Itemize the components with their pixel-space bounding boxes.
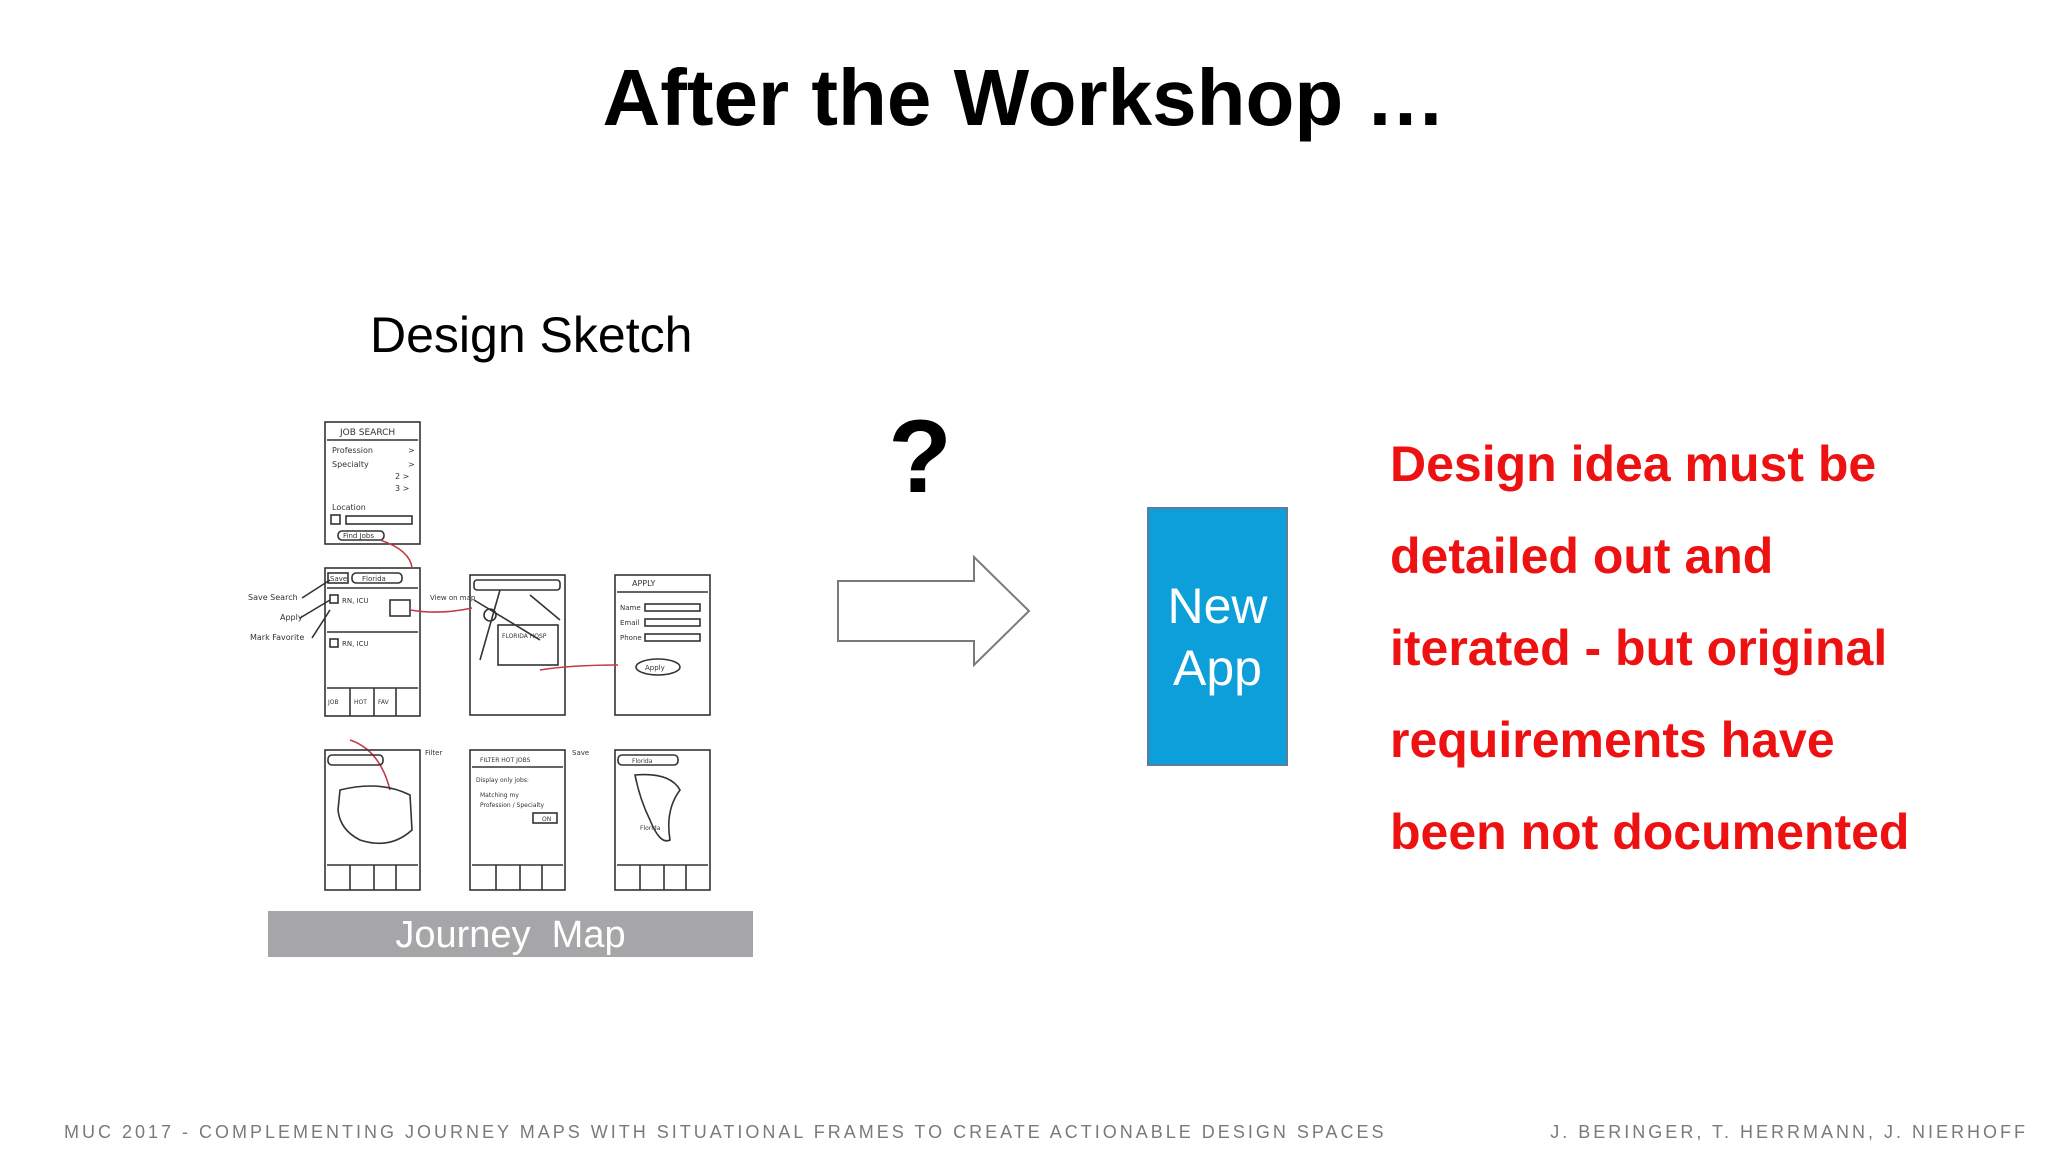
svg-text:Mark Favorite: Mark Favorite — [250, 633, 304, 642]
footer-conference: MUC 2017 - COMPLEMENTING JOURNEY MAPS WI… — [64, 1122, 1387, 1142]
sketch-screen-job-search: JOB SEARCH Profession Specialty > > 2 > … — [324, 421, 421, 545]
svg-text:Filter: Filter — [425, 749, 442, 757]
svg-text:RN, ICU: RN, ICU — [342, 597, 369, 605]
sketch-screen-florida-map: Florida Florida — [614, 749, 711, 891]
svg-text:Profession / Specialty: Profession / Specialty — [480, 802, 545, 809]
statement-line: iterated - but original — [1390, 620, 1888, 676]
statement-line: Design idea must be — [1390, 436, 1877, 492]
design-sketch-label: Design Sketch — [370, 307, 693, 363]
svg-text:Florida: Florida — [362, 575, 386, 583]
new-app-box: New App — [1147, 507, 1288, 766]
journey-map-bar: Journey Map — [268, 911, 753, 957]
svg-text:Find Jobs: Find Jobs — [343, 532, 374, 540]
question-mark: ? — [888, 399, 952, 515]
svg-text:Phone: Phone — [620, 634, 642, 642]
slide-title: After the Workshop … — [602, 53, 1446, 142]
right-arrow-icon — [837, 555, 1031, 667]
sketch-screen-map-detail: FLORIDA HOSP — [469, 574, 566, 716]
statement-line: been not documented — [1390, 804, 1910, 860]
svg-text:Specialty: Specialty — [332, 460, 369, 469]
svg-text:Apply: Apply — [645, 664, 665, 672]
svg-text:Profession: Profession — [332, 446, 373, 455]
design-idea-statement: Design idea must be detailed out and ite… — [1390, 432, 2030, 892]
statement-line: detailed out and — [1390, 528, 1774, 584]
svg-text:Florida: Florida — [640, 825, 661, 832]
svg-text:Display only jobs:: Display only jobs: — [476, 777, 529, 784]
svg-text:2 >: 2 > — [395, 472, 409, 481]
svg-text:>: > — [408, 460, 415, 469]
svg-text:Save: Save — [330, 575, 347, 583]
svg-text:Save: Save — [572, 749, 589, 757]
svg-text:Email: Email — [620, 619, 639, 627]
svg-text:3 >: 3 > — [395, 484, 409, 493]
svg-text:Florida: Florida — [632, 758, 653, 765]
svg-text:FILTER HOT JOBS: FILTER HOT JOBS — [480, 757, 531, 764]
new-app-line1: New — [1167, 577, 1268, 634]
svg-text:Name: Name — [620, 604, 641, 612]
svg-text:View on map: View on map — [430, 594, 476, 602]
svg-text:FLORIDA HOSP: FLORIDA HOSP — [502, 633, 547, 640]
svg-text:>: > — [408, 446, 415, 455]
svg-text:APPLY: APPLY — [632, 579, 656, 588]
svg-text:Apply: Apply — [280, 613, 303, 622]
sketch-screen-apply: APPLY Name Email Phone Apply — [614, 574, 711, 716]
svg-text:Location: Location — [332, 503, 366, 512]
svg-text:FAV: FAV — [378, 699, 390, 706]
sketch-screen-us-map — [324, 749, 421, 891]
svg-text:JOB SEARCH: JOB SEARCH — [339, 428, 395, 438]
svg-text:Matching my: Matching my — [480, 792, 519, 799]
svg-text:HOT: HOT — [354, 699, 367, 706]
svg-text:Save Search: Save Search — [248, 593, 298, 602]
svg-text:RN, ICU: RN, ICU — [342, 640, 369, 648]
new-app-line2: App — [1173, 639, 1262, 696]
statement-line: requirements have — [1390, 712, 1835, 768]
sketch-screen-filter: FILTER HOT JOBS Display only jobs: Match… — [469, 749, 566, 891]
footer-authors: J. BERINGER, T. HERRMANN, J. NIERHOFF — [1550, 1122, 2028, 1142]
svg-text:JOB: JOB — [327, 699, 339, 706]
sketch-screen-search-results: Save Florida RN, ICU RN, ICU JOB HOT FAV — [324, 567, 421, 717]
svg-text:ON: ON — [542, 816, 551, 823]
design-sketch-image: JOB SEARCH Profession Specialty > > 2 > … — [240, 410, 740, 915]
